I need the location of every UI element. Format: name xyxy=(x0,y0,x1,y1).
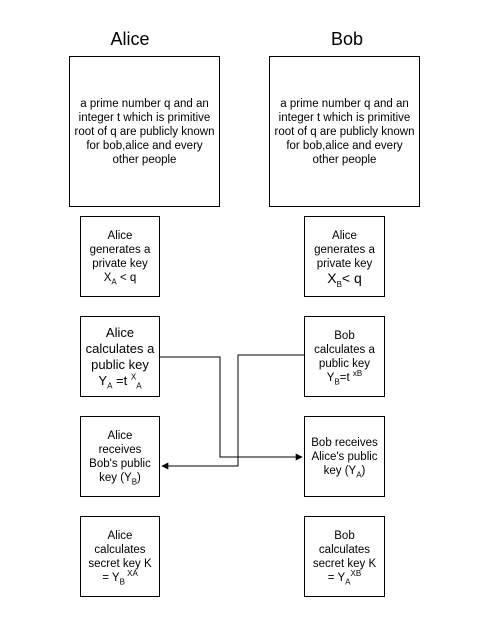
alice-public-key-box: Alice calculates a public key YA =t XA xyxy=(80,316,160,397)
bob-intro-text: a prime number q and an integer t which … xyxy=(274,97,415,166)
alice-public-key-formula: YA =t XA xyxy=(98,372,142,391)
bob-private-key-box: Alice generates a private key XB< q xyxy=(304,216,385,297)
bob-private-key-formula: XB< q xyxy=(327,269,362,289)
bob-public-key-formula: YB=t xB xyxy=(326,368,363,386)
alice-secret-key-formula: = YB XA xyxy=(102,568,138,586)
arrow-bob-to-alice xyxy=(161,354,304,470)
alice-private-key-text: Alice generates a private key xyxy=(89,229,151,270)
alice-private-key-formula: XA < q xyxy=(103,271,137,286)
arrow-alice-to-bob xyxy=(160,356,303,461)
alice-receives-text: Alice receives Bob's public key (YB) xyxy=(89,429,151,486)
alice-intro-box: a prime number q and an integer t which … xyxy=(69,56,220,207)
bob-receives-box: Bob receives Alice's public key (YA) xyxy=(304,416,385,497)
alice-secret-key-box: Alice calculates secret key K = YB XA xyxy=(80,516,160,597)
bob-intro-box: a prime number q and an integer t which … xyxy=(269,56,420,207)
alice-intro-text: a prime number q and an integer t which … xyxy=(74,97,215,166)
alice-private-key-box: Alice generates a private key XA < q xyxy=(80,216,160,297)
alice-public-key-text: Alice calculates a public key xyxy=(85,324,155,372)
bob-secret-key-box: Bob calculates secret key K = YAXB xyxy=(304,516,385,597)
bob-receives-text: Bob receives Alice's public key (YA) xyxy=(311,436,378,479)
bob-private-key-text: Alice generates a private key xyxy=(314,229,375,270)
bob-secret-key-text: Bob calculates secret key K xyxy=(312,529,377,570)
alice-receives-box: Alice receives Bob's public key (YB) xyxy=(80,416,160,497)
bob-public-key-box: Bob calculates a public key YB=t xB xyxy=(304,316,385,397)
bob-secret-key-formula: = YAXB xyxy=(327,568,362,586)
bob-header: Bob xyxy=(330,29,364,49)
alice-header: Alice xyxy=(110,29,150,49)
alice-secret-key-text: Alice calculates secret key K xyxy=(88,529,152,570)
bob-public-key-text: Bob calculates a public key xyxy=(314,329,375,370)
